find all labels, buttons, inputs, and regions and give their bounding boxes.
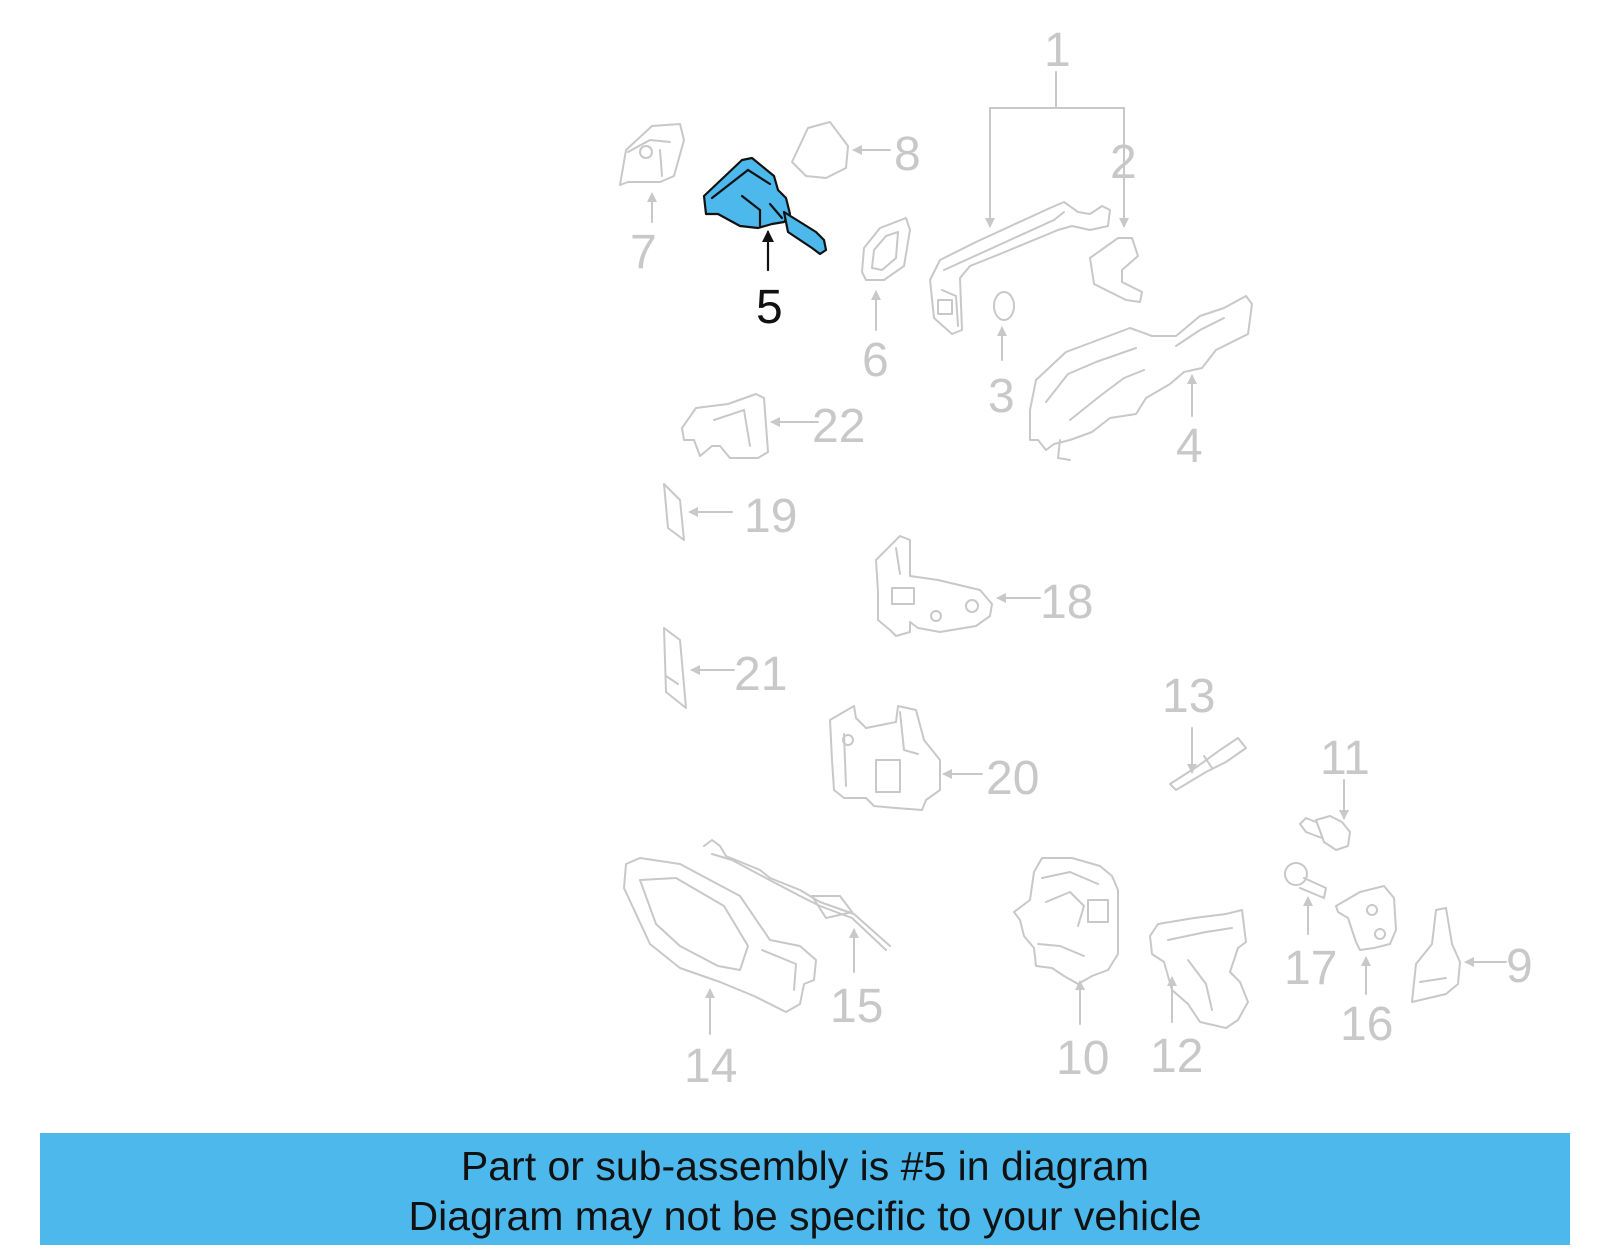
callout-9: 9 <box>1506 940 1533 993</box>
part-13-rod <box>1169 737 1247 791</box>
callout-12: 12 <box>1150 1030 1203 1083</box>
callout-8: 8 <box>894 128 921 181</box>
part-3-o-ring <box>993 291 1015 321</box>
callout-20: 20 <box>986 752 1039 805</box>
part-20-latch <box>829 705 941 811</box>
banner-line-2: Diagram may not be specific to your vehi… <box>408 1193 1202 1239</box>
callout-3: 3 <box>988 370 1015 423</box>
callout-4: 4 <box>1176 420 1203 473</box>
callout-19: 19 <box>744 490 797 543</box>
part-2-handle-cap <box>1089 237 1143 303</box>
info-banner: Part or sub-assembly is #5 in diagram Di… <box>40 1133 1570 1245</box>
bracket-1 <box>989 71 1125 227</box>
part-9-bracket <box>1411 907 1461 1003</box>
callout-21: 21 <box>734 648 787 701</box>
part-6-gasket <box>861 217 911 281</box>
part-4-handle-frame <box>1029 295 1253 461</box>
callout-22: 22 <box>812 400 865 453</box>
part-18-hinge <box>875 535 993 637</box>
part-14-interior-handle <box>623 857 817 1013</box>
part-1-door-handle <box>929 201 1111 335</box>
callout-11: 11 <box>1320 732 1370 785</box>
callout-15: 15 <box>830 980 883 1033</box>
part-21-plate <box>663 627 687 709</box>
callout-1: 1 <box>1044 24 1071 77</box>
part-10-lock-actuator <box>1013 857 1119 985</box>
callout-16: 16 <box>1340 998 1393 1051</box>
part-22-bracket <box>681 393 769 459</box>
part-19-plate <box>663 483 685 541</box>
part-11-bolt <box>1299 815 1351 851</box>
callout-18: 18 <box>1040 576 1093 629</box>
part-16-striker <box>1335 885 1397 951</box>
callout-7: 7 <box>630 226 657 279</box>
banner-line-1: Part or sub-assembly is #5 in diagram <box>460 1143 1150 1189</box>
part-12-latch-cover <box>1149 909 1249 1029</box>
callout-13: 13 <box>1162 670 1215 723</box>
part-5-lock-cylinder <box>702 156 828 256</box>
callout-2: 2 <box>1110 136 1137 189</box>
part-7-bracket <box>619 123 685 186</box>
callout-6: 6 <box>862 334 889 387</box>
part-15-cable <box>703 839 891 951</box>
part-17-screw <box>1284 862 1327 899</box>
callout-10: 10 <box>1056 1032 1109 1085</box>
callout-17: 17 <box>1284 942 1337 995</box>
part-8-pad <box>791 121 849 179</box>
callout-14: 14 <box>684 1040 737 1093</box>
callout-5: 5 <box>756 281 783 334</box>
